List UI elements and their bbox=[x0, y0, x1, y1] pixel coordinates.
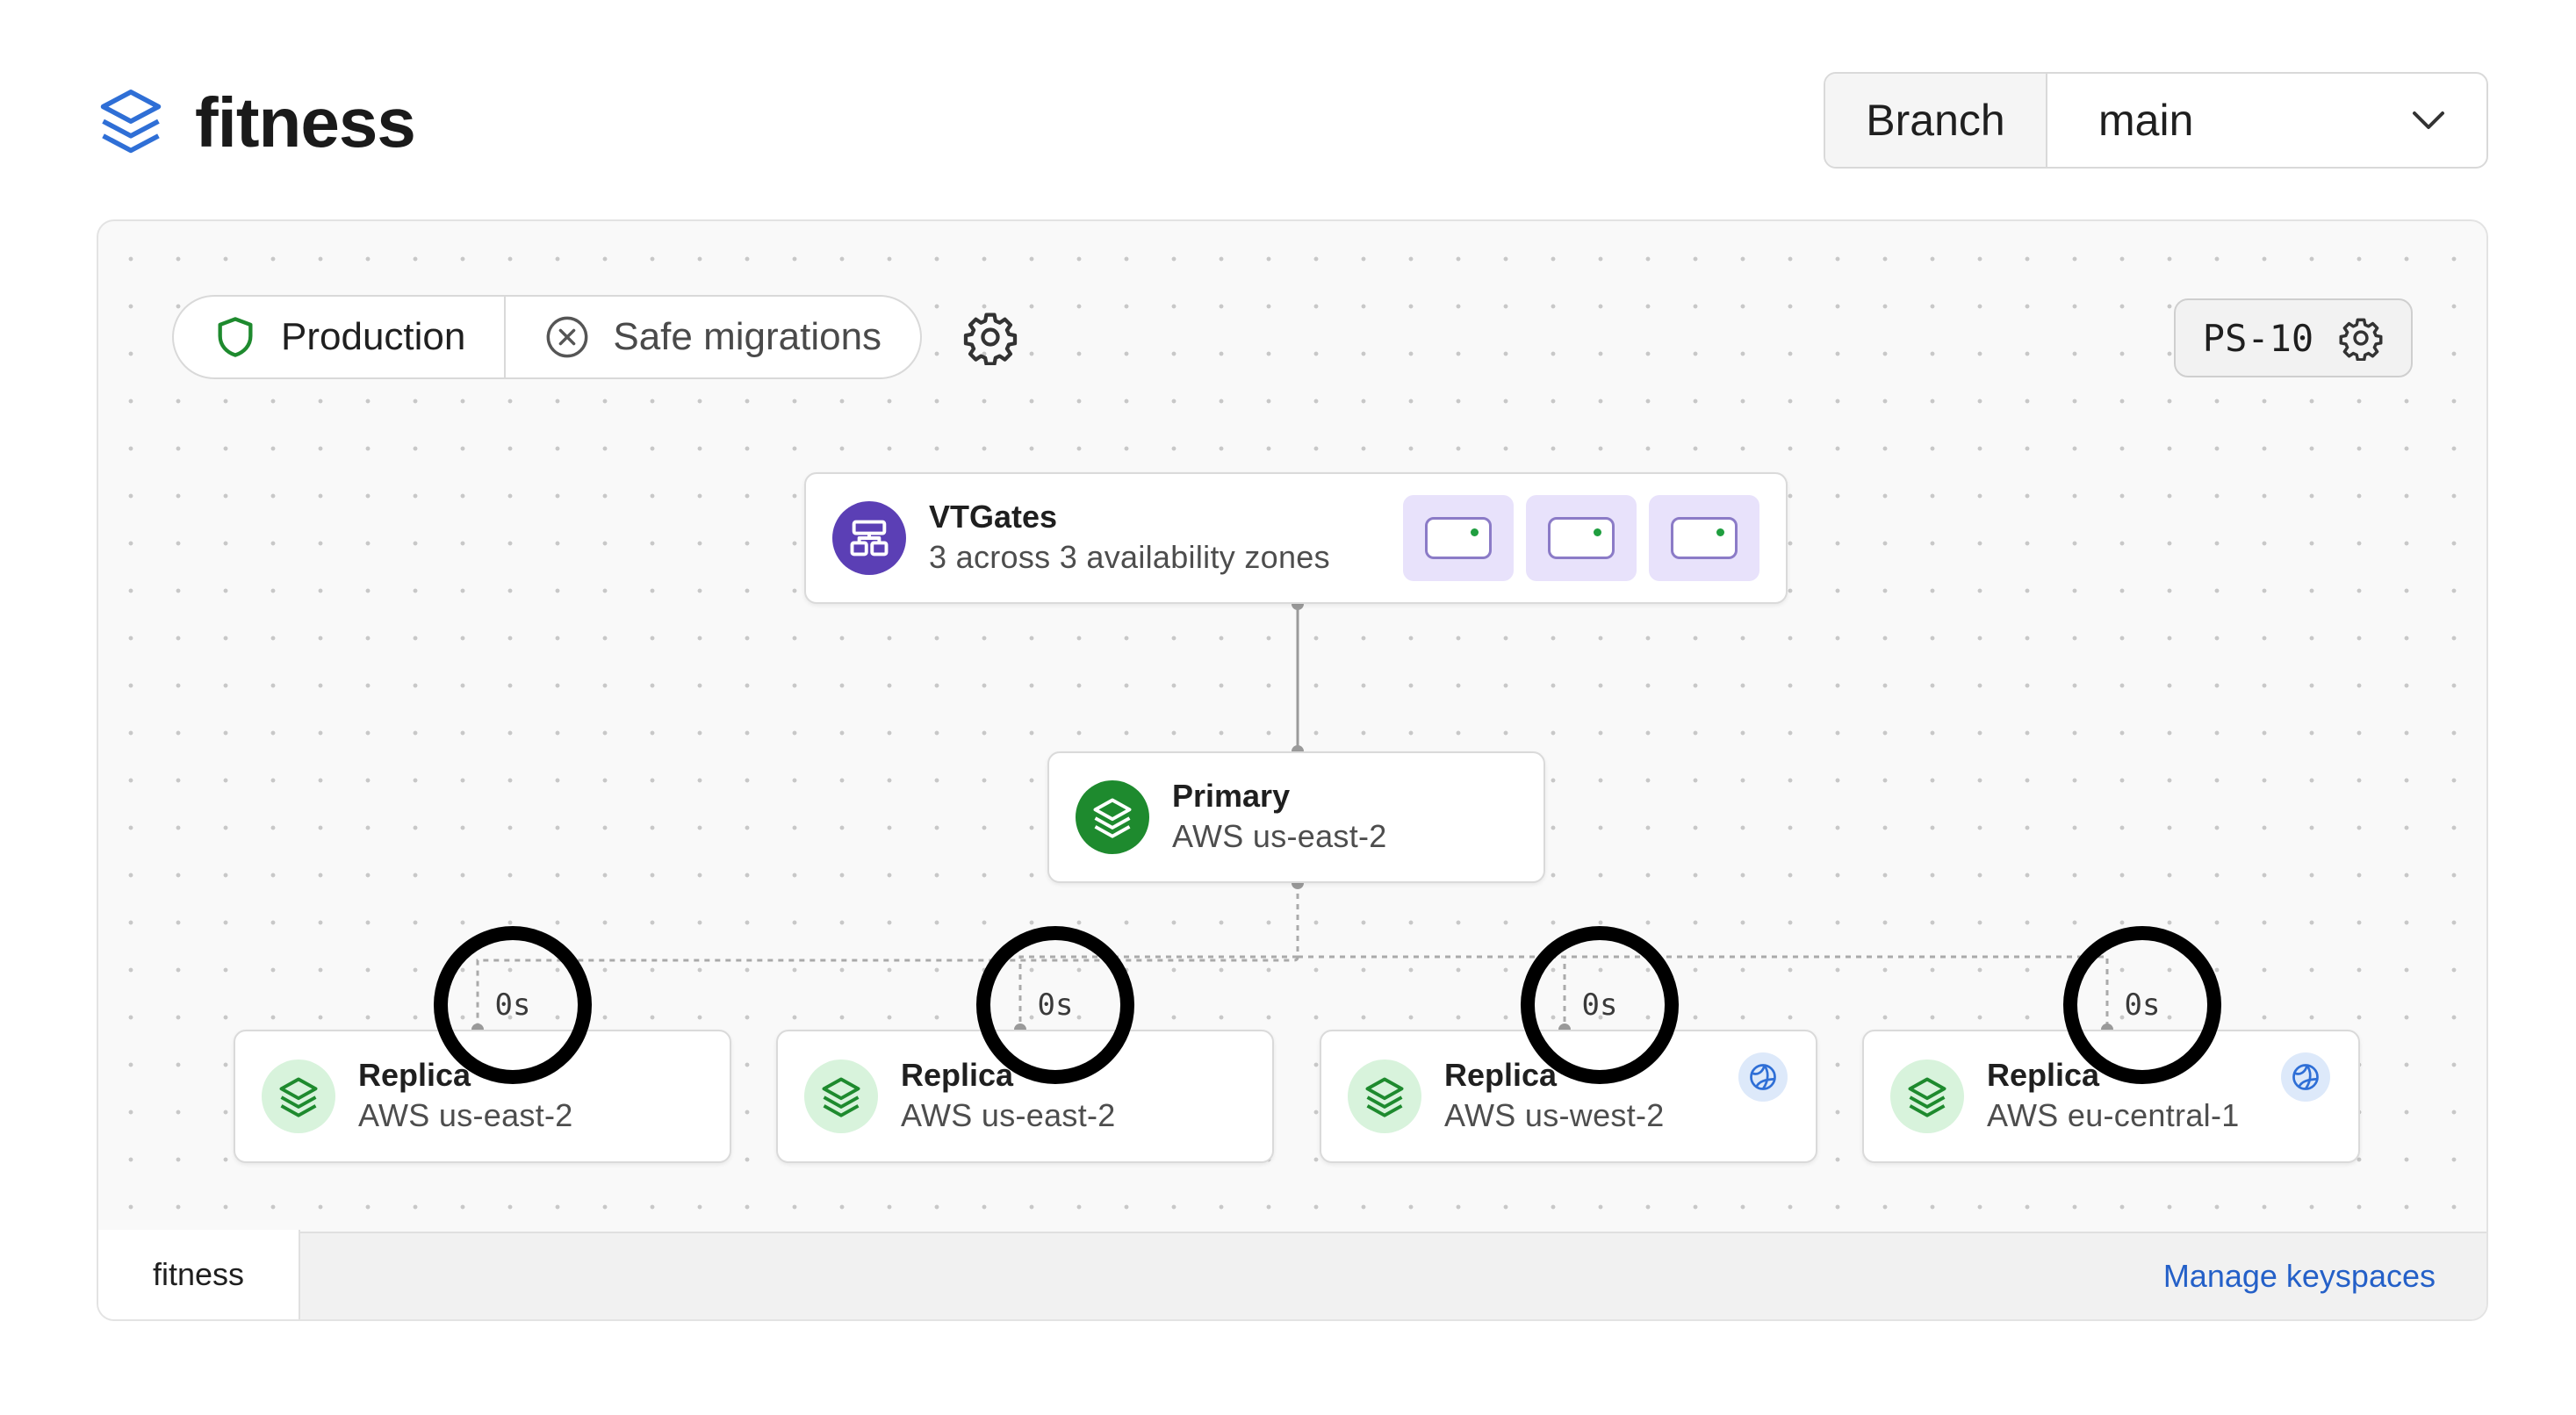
vtgate-instance[interactable] bbox=[1526, 495, 1637, 581]
server-icon bbox=[1548, 517, 1615, 559]
replica-region: AWS us-east-2 bbox=[901, 1097, 1116, 1134]
replica-node[interactable]: Replica AWS us-west-2 bbox=[1320, 1030, 1817, 1163]
layers-icon bbox=[804, 1059, 878, 1133]
status-dot bbox=[1594, 528, 1601, 536]
settings-gear-button[interactable] bbox=[962, 309, 1018, 366]
replica-region: AWS us-east-2 bbox=[358, 1097, 573, 1134]
vtgates-subtitle: 3 across 3 availability zones bbox=[929, 539, 1330, 576]
primary-region: AWS us-east-2 bbox=[1172, 818, 1387, 855]
layers-stack-icon bbox=[98, 87, 163, 159]
replica-title: Replica bbox=[901, 1057, 1014, 1094]
server-icon bbox=[1425, 517, 1492, 559]
replica-title: Replica bbox=[1987, 1057, 2100, 1094]
replica-node[interactable]: Replica AWS eu-central-1 bbox=[1862, 1030, 2360, 1163]
keyspace-footer: fitness Manage keyspaces bbox=[98, 1230, 2486, 1319]
replica-title: Replica bbox=[358, 1057, 471, 1094]
shield-icon bbox=[218, 317, 253, 357]
chevron-down-icon bbox=[2413, 111, 2444, 129]
branch-select[interactable]: Branch main bbox=[1824, 72, 2488, 169]
vtgate-instance[interactable] bbox=[1403, 495, 1514, 581]
branch-label: Branch bbox=[1825, 74, 2047, 167]
vtgate-instance[interactable] bbox=[1649, 495, 1759, 581]
replica-region: AWS us-west-2 bbox=[1444, 1097, 1665, 1134]
replica-region: AWS eu-central-1 bbox=[1987, 1097, 2240, 1134]
safe-migrations-pill[interactable]: Safe migrations bbox=[504, 297, 920, 377]
globe-icon bbox=[1738, 1052, 1788, 1102]
cluster-settings-pills: Production Safe migrations bbox=[172, 295, 923, 379]
replication-lag-badge: 0s bbox=[1521, 926, 1679, 1084]
app-header: fitness bbox=[98, 74, 416, 172]
production-pill[interactable]: Production bbox=[174, 297, 504, 377]
branch-value: main bbox=[2098, 96, 2194, 145]
vtgates-node[interactable]: VTGates 3 across 3 availability zones bbox=[804, 472, 1788, 604]
replica-title: Replica bbox=[1444, 1057, 1558, 1094]
server-icon bbox=[1671, 517, 1738, 559]
status-dot bbox=[1471, 528, 1479, 536]
gear-icon bbox=[2339, 318, 2383, 361]
replication-lag-badge: 0s bbox=[976, 926, 1134, 1084]
globe-icon bbox=[2281, 1052, 2330, 1102]
production-label: Production bbox=[281, 315, 466, 358]
vtgates-icon bbox=[832, 501, 906, 575]
vtgates-title: VTGates bbox=[929, 499, 1058, 535]
safe-migrations-label: Safe migrations bbox=[613, 315, 882, 358]
gear-icon bbox=[963, 312, 1018, 366]
replication-lag-badge: 0s bbox=[434, 926, 592, 1084]
keyspace-tab[interactable]: fitness bbox=[98, 1230, 300, 1319]
topology-canvas: Production Safe migrations PS-10 bbox=[97, 219, 2488, 1321]
ps-size-button[interactable]: PS-10 bbox=[2174, 298, 2413, 377]
vtgate-instances bbox=[1403, 495, 1759, 581]
primary-node[interactable]: Primary AWS us-east-2 bbox=[1047, 751, 1545, 883]
layers-icon bbox=[1890, 1059, 1964, 1133]
primary-title: Primary bbox=[1172, 778, 1291, 815]
close-circle-icon bbox=[546, 316, 588, 358]
layers-icon bbox=[262, 1059, 335, 1133]
status-dot bbox=[1716, 528, 1724, 536]
layers-icon bbox=[1348, 1059, 1421, 1133]
replica-node[interactable]: Replica AWS us-east-2 bbox=[234, 1030, 731, 1163]
branch-dropdown[interactable]: main bbox=[2047, 74, 2486, 167]
manage-keyspaces-link[interactable]: Manage keyspaces bbox=[2162, 1258, 2436, 1294]
database-title: fitness bbox=[195, 83, 416, 162]
ps-size-label: PS-10 bbox=[2202, 316, 2314, 360]
layers-icon bbox=[1076, 780, 1149, 854]
replication-lag-badge: 0s bbox=[2063, 926, 2221, 1084]
